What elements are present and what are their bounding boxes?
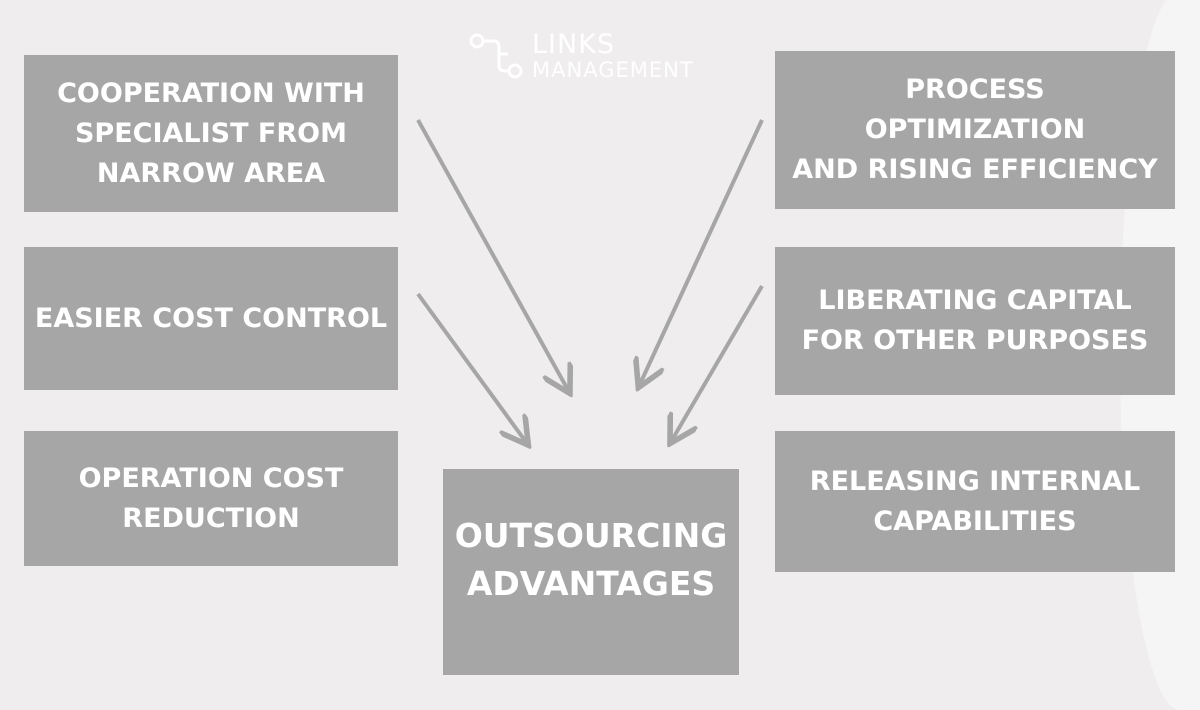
center-box-outsourcing-advantages: OUTSOURCING ADVANTAGES	[443, 469, 739, 675]
links-management-logo: LINKS MANAGEMENT	[468, 30, 694, 82]
advantage-box-liberating-capital: LIBERATING CAPITAL FOR OTHER PURPOSES	[775, 247, 1175, 395]
logo-line-1: LINKS	[532, 29, 616, 60]
advantage-box-process-optimization: PROCESS OPTIMIZATION AND RISING EFFICIEN…	[775, 51, 1175, 209]
advantage-box-internal-capabilities: RELEASING INTERNAL CAPABILITIES	[775, 431, 1175, 572]
arrow-right-middle	[672, 284, 764, 440]
advantage-box-cost-control: EASIER COST CONTROL	[24, 247, 398, 390]
arrows-layer	[416, 119, 764, 686]
advantage-box-cooperation: COOPERATION WITH SPECIALIST FROM NARROW …	[24, 55, 398, 212]
arrow-right-top	[640, 119, 764, 384]
arrow-left-middle	[416, 292, 526, 442]
arrow-left-top	[416, 119, 568, 390]
links-logo-icon	[469, 33, 523, 79]
logo-line-2: MANAGEMENT	[532, 58, 694, 82]
advantage-box-operation-cost: OPERATION COST REDUCTION	[24, 431, 398, 566]
